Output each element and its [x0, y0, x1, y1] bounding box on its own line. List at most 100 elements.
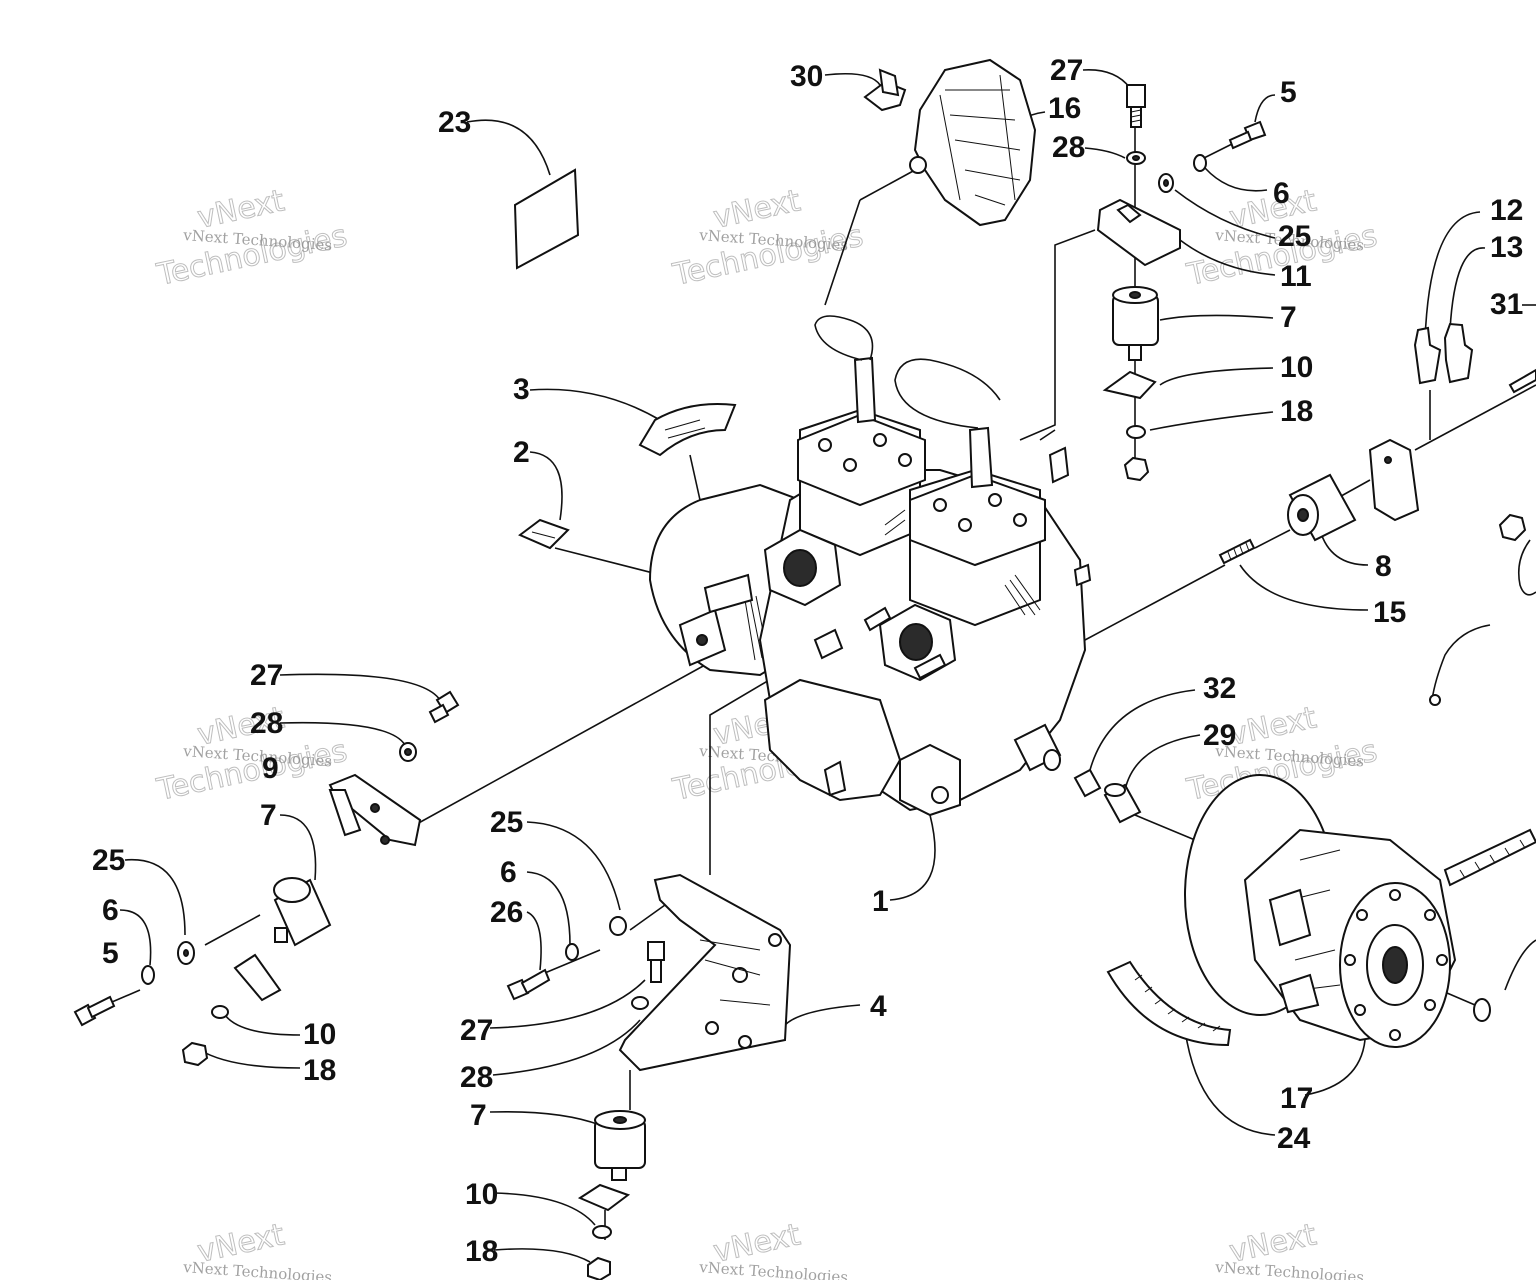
part-12-13-clips: [1413, 322, 1474, 385]
assembly-line-bracket-16b: [859, 169, 916, 201]
callout-10: 10: [303, 1018, 336, 1051]
part-15-stud: [1218, 538, 1256, 565]
part-27-bolt-bottom: [647, 941, 665, 983]
callout-29: 29: [1203, 719, 1236, 752]
assembly-line-bottom-bolt: [539, 949, 601, 976]
callout-18: 18: [303, 1054, 336, 1087]
part-10-washer-left: [211, 1005, 229, 1019]
callout-12: 12: [1490, 194, 1523, 227]
watermark-text: vNext Technologies: [182, 1258, 333, 1280]
callout-28: 28: [460, 1061, 493, 1094]
callout-5: 5: [1280, 76, 1297, 109]
callout-15: 15: [1373, 596, 1406, 629]
leader-27a: [1082, 69, 1131, 89]
callout-5: 5: [102, 937, 119, 970]
watermark-bottom-right: vNext vNext Technologies: [1214, 1217, 1365, 1280]
leader-3: [529, 388, 661, 421]
leader-12: [1424, 211, 1481, 341]
callout-18: 18: [1280, 395, 1313, 428]
assembly-line-right-stud: [1084, 564, 1226, 641]
callout-6: 6: [102, 894, 119, 927]
part-right-bracket-plate: [1368, 438, 1420, 522]
part-7-rubber-mount-top: [1112, 286, 1159, 361]
part-10-washer-bottom: [592, 1225, 612, 1239]
callout-27: 27: [250, 659, 283, 692]
callout-23: 23: [438, 106, 471, 139]
leader-27b: [279, 673, 441, 701]
cylinder-head-bolts: [818, 433, 1027, 532]
leader-11: [1179, 239, 1276, 276]
part-8-rubber-mount: [1287, 473, 1357, 542]
part-7-rubber-mount-bottom: [594, 1110, 646, 1181]
callout-2: 2: [513, 436, 530, 469]
watermark-bottom-left: vNext vNext Technologies: [182, 1217, 333, 1280]
leader-2: [529, 451, 563, 521]
callout-11: 11: [1280, 260, 1312, 293]
leader-18c: [493, 1248, 591, 1263]
assembly-line-decal-3: [689, 454, 701, 501]
leader-13: [1449, 247, 1486, 331]
leader-18a: [1149, 411, 1274, 431]
part-11-mount-bracket: [1096, 198, 1181, 267]
part-24-drive-belt: [1106, 828, 1536, 1047]
callout-8: 8: [1375, 550, 1392, 583]
leader-28c: [492, 1019, 641, 1076]
part-7-rubber-mount-left: [273, 877, 332, 947]
leader-7b: [279, 814, 317, 881]
assembly-line-left-bolt: [204, 914, 261, 946]
part-5-bolt-top: [1228, 120, 1267, 150]
leader-15: [1239, 564, 1369, 611]
part-25-washer-top: [1158, 173, 1174, 193]
leader-5a: [1254, 94, 1276, 123]
part-1-engine: [648, 315, 1092, 817]
leader-8: [1319, 529, 1369, 566]
callout-26: 26: [490, 896, 523, 929]
leader-25a: [1174, 189, 1276, 239]
callout-16: 16: [1048, 92, 1081, 125]
leader-6b: [119, 909, 152, 966]
callout-1: 1: [872, 885, 889, 918]
callout-24: 24: [1277, 1122, 1311, 1155]
part-9-mount-bracket: [328, 773, 422, 847]
callout-10: 10: [465, 1178, 498, 1211]
part-10-plate-top: [1102, 370, 1157, 400]
assembly-line-right-mount: [1254, 529, 1291, 549]
watermark-top-left: vNext vNext Technologies Technologies: [153, 183, 351, 294]
part-3-decal: [638, 403, 737, 457]
part-25-washer-bottom: [609, 916, 627, 936]
callout-17: 17: [1280, 1082, 1313, 1115]
part-28-washer-top: [1126, 151, 1146, 165]
part-18-nut-top: [1123, 425, 1150, 482]
callout-4: 4: [870, 990, 887, 1023]
part-10-plate-left: [233, 953, 282, 1002]
callout-6: 6: [500, 856, 517, 889]
part-10-plate-bottom: [577, 1183, 631, 1212]
watermark-bottom-center: vNext vNext Technologies: [698, 1217, 849, 1280]
leader-26: [526, 911, 542, 971]
leader-6a: [1204, 167, 1268, 192]
leader-4: [784, 1004, 861, 1026]
leader-7c: [489, 1110, 601, 1126]
part-6-washer-left: [141, 965, 155, 985]
callout-32: 32: [1203, 672, 1236, 705]
leader-28b: [279, 721, 406, 746]
leader-25b: [124, 858, 186, 936]
callout-25: 25: [92, 844, 125, 877]
part-2-decal: [518, 518, 570, 550]
part-16-bracket: [909, 58, 1037, 227]
clutch-bolt-circle: [1344, 889, 1448, 1041]
part-5-bolt-left: [73, 995, 116, 1027]
part-17-drive-clutch: [1184, 774, 1457, 1048]
part-27-bolt-top: [1126, 84, 1146, 128]
leader-7a: [1159, 314, 1274, 321]
callout-6: 6: [1273, 177, 1290, 210]
callout-labels: 30 16 27 28 5 6 25 11 7 10 18 12 13 31 2…: [92, 54, 1523, 1268]
part-18-nut-bottom: [587, 1256, 611, 1280]
callout-25: 25: [1278, 220, 1311, 253]
watermark-top-center: vNext vNext Technologies Technologies: [669, 183, 867, 294]
callout-13: 13: [1490, 231, 1523, 264]
watermark-text: vNext Technologies: [1214, 1258, 1365, 1280]
part-6-washer-bottom: [565, 943, 579, 961]
leader-29: [1124, 734, 1201, 791]
